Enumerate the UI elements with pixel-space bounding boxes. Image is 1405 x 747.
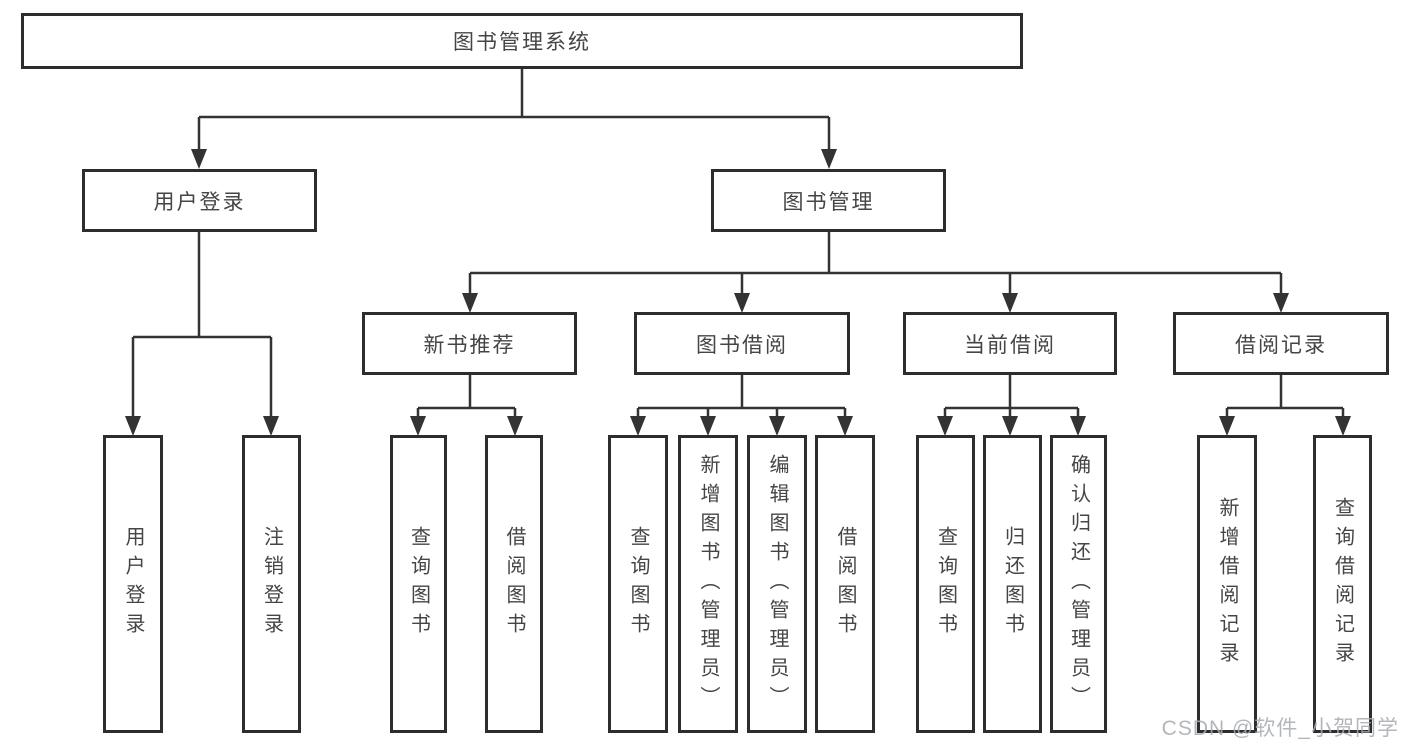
- leaf-logout-label: 注销登录: [260, 526, 283, 642]
- csdn-watermark: CSDN @软件_小贺同学: [1161, 717, 1399, 740]
- leaf-records-add-record-label: 新增借阅记录: [1216, 497, 1238, 671]
- leaf-current-return-books-label: 归还图书: [1001, 526, 1024, 642]
- leaf-recommend-borrow-books-label: 借阅图书: [503, 526, 525, 642]
- leaf-records-query-record-label: 查询借阅记录: [1331, 497, 1354, 671]
- node-user-login: 用户登录: [82, 169, 317, 232]
- leaf-borrowing-add-books-admin: 新增图书（管理员）: [678, 435, 738, 733]
- node-book-borrowing-label: 图书借阅: [696, 333, 788, 357]
- leaf-records-query-record: 查询借阅记录: [1313, 435, 1372, 733]
- leaf-recommend-query-books: 查询图书: [390, 435, 447, 733]
- node-root-label: 图书管理系统: [453, 31, 591, 54]
- leaf-recommend-query-books-label: 查询图书: [407, 526, 430, 642]
- leaf-borrowing-query-books-label: 查询图书: [627, 526, 649, 642]
- node-user-login-label: 用户登录: [153, 190, 246, 214]
- leaf-borrowing-edit-books-admin: 编辑图书（管理员）: [747, 435, 807, 733]
- leaf-user-login: 用户登录: [103, 435, 163, 733]
- node-new-book-recommend-label: 新书推荐: [423, 333, 516, 357]
- leaf-borrowing-query-books: 查询图书: [608, 435, 668, 733]
- leaf-current-return-books: 归还图书: [983, 435, 1042, 733]
- leaf-records-add-record: 新增借阅记录: [1197, 435, 1257, 733]
- leaf-borrowing-edit-books-admin-label: 编辑图书（管理员）: [766, 453, 788, 715]
- leaf-borrowing-borrow-books-label: 借阅图书: [834, 526, 856, 642]
- node-book-borrowing: 图书借阅: [634, 312, 850, 375]
- node-root: 图书管理系统: [21, 13, 1023, 69]
- node-borrow-records: 借阅记录: [1173, 312, 1389, 375]
- node-current-borrowing: 当前借阅: [903, 312, 1117, 375]
- leaf-current-query-books: 查询图书: [916, 435, 975, 733]
- leaf-logout: 注销登录: [242, 435, 301, 733]
- node-borrow-records-label: 借阅记录: [1235, 333, 1327, 357]
- node-new-book-recommend: 新书推荐: [362, 312, 577, 375]
- arrowheads: [125, 149, 1351, 436]
- leaf-borrowing-borrow-books: 借阅图书: [815, 435, 875, 733]
- node-book-management-label: 图书管理: [782, 190, 875, 214]
- leaf-current-confirm-return-admin-label: 确认归还（管理员）: [1067, 453, 1090, 715]
- node-book-management: 图书管理: [711, 169, 946, 232]
- leaf-current-confirm-return-admin: 确认归还（管理员）: [1050, 435, 1107, 733]
- leaf-borrowing-add-books-admin-label: 新增图书（管理员）: [697, 453, 719, 715]
- leaf-current-query-books-label: 查询图书: [934, 526, 957, 642]
- node-current-borrowing-label: 当前借阅: [964, 333, 1056, 357]
- leaf-recommend-borrow-books: 借阅图书: [485, 435, 543, 733]
- leaf-user-login-label: 用户登录: [122, 526, 144, 642]
